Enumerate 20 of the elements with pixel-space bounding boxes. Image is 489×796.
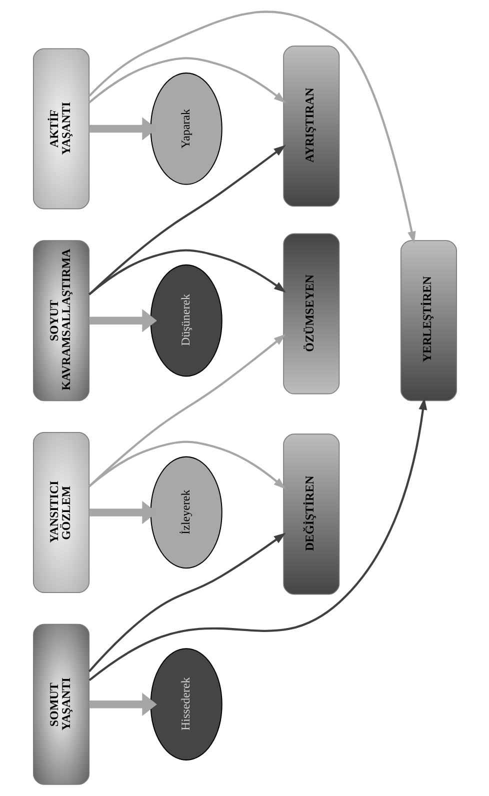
node-ellipse: Düşünerek [150, 264, 222, 377]
arrow [88, 57, 286, 104]
node-box: SOYUT KAVRAMSALLAŞTIRMA [32, 240, 90, 402]
node-ellipse: İzleyerek [150, 456, 222, 569]
arrow [88, 308, 156, 332]
node-box: YANSITICI GÖZLEM [32, 432, 90, 593]
node-box: YERLEŞTİREN [400, 240, 456, 402]
node-box: SOMUT YAŞANTI [32, 624, 90, 785]
arrow [88, 692, 156, 716]
arrow [88, 398, 427, 682]
arrow [88, 144, 286, 296]
node-ellipse: Hissederek [150, 648, 222, 761]
node-box: ÖZÜMSEYEN [282, 233, 340, 394]
node-box: AKTİF YAŞANTI [32, 48, 90, 210]
node-box: DEĞİŞTİREN [282, 434, 340, 595]
arrow [88, 10, 416, 244]
node-box: AYRIŞTIRAN [282, 46, 340, 207]
node-ellipse: Yaparak [150, 72, 222, 185]
arrow [88, 532, 286, 672]
arrow [88, 334, 286, 488]
